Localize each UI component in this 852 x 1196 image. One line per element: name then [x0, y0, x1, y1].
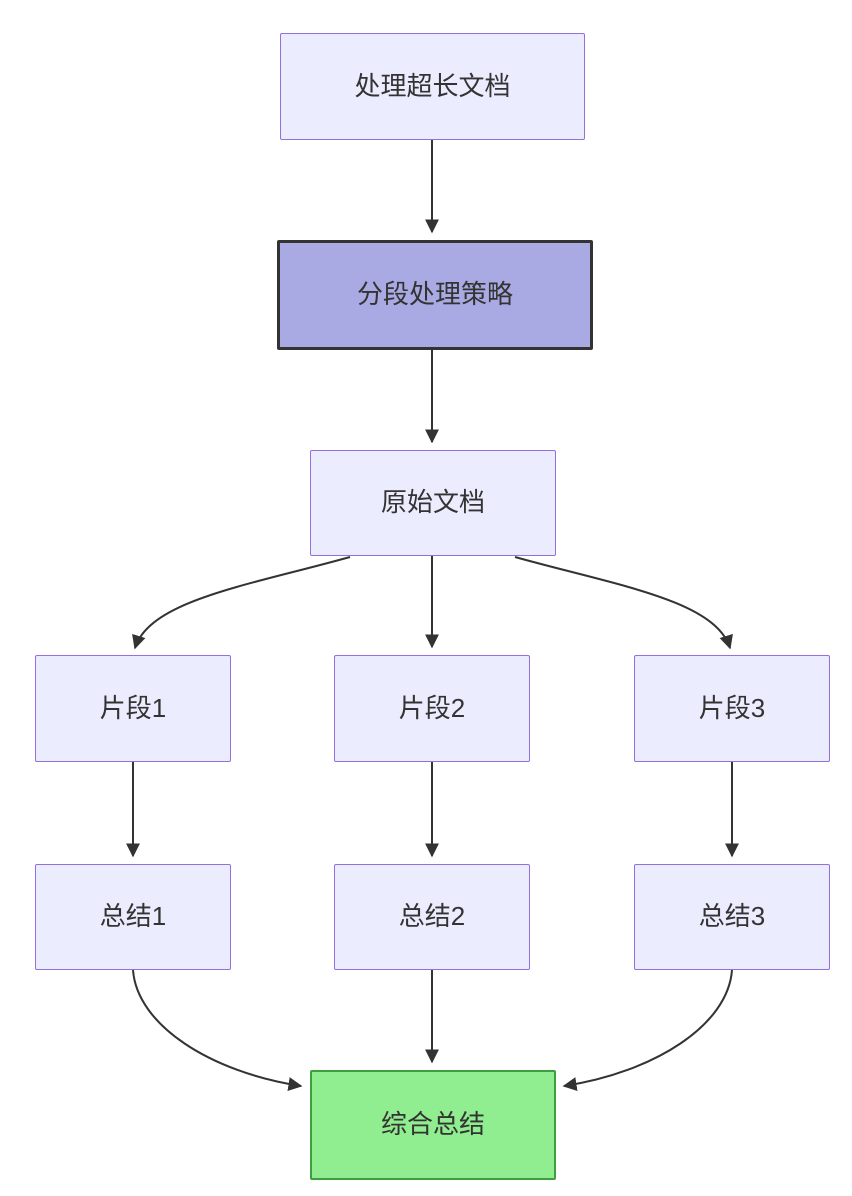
node-summary-1-label: 总结1 [99, 901, 167, 932]
node-summary-3-label: 总结3 [698, 901, 766, 932]
node-summary-1: 总结1 [35, 864, 231, 970]
node-segmentation-strategy-label: 分段处理策略 [356, 279, 513, 310]
node-original-doc-label: 原始文档 [380, 487, 485, 518]
node-fragment-1: 片段1 [35, 655, 231, 762]
node-fragment-2: 片段2 [334, 655, 530, 762]
node-summary-2-label: 总结2 [398, 901, 466, 932]
node-final-summary-label: 综合总结 [380, 1109, 485, 1140]
node-fragment-2-label: 片段2 [398, 692, 466, 723]
node-fragment-1-label: 片段1 [99, 692, 167, 723]
edge-original-to-fragment-1 [132, 556, 351, 650]
edge-summary-1-to-final [132, 969, 303, 1091]
node-summary-2: 总结2 [334, 864, 530, 970]
node-original-doc: 原始文档 [310, 450, 556, 556]
node-process-long-doc-label: 处理超长文档 [354, 70, 511, 101]
node-segmentation-strategy: 分段处理策略 [277, 240, 593, 350]
node-fragment-3-label: 片段3 [698, 692, 766, 723]
edge-summary-3-to-final [562, 969, 733, 1091]
edge-original-to-fragment-3 [514, 556, 733, 650]
node-process-long-doc: 处理超长文档 [280, 33, 585, 140]
node-final-summary: 综合总结 [310, 1070, 556, 1180]
node-summary-3: 总结3 [634, 864, 830, 970]
node-fragment-3: 片段3 [634, 655, 830, 762]
